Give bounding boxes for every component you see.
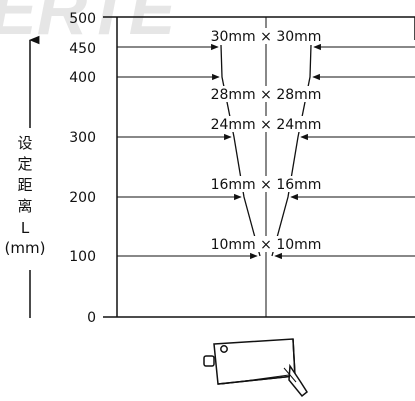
- spot-size-label: 28mm × 28mm: [211, 87, 322, 103]
- tick-label: 500: [69, 11, 96, 27]
- beam-cone: [220, 44, 312, 257]
- tick-label: 0: [87, 310, 96, 326]
- axis-label-char: 设: [17, 134, 33, 152]
- spot-size-label: 10mm × 10mm: [211, 237, 322, 253]
- tick-label: 300: [69, 130, 96, 146]
- axis-label-char: 定: [17, 155, 33, 173]
- axis-label-char: 离: [17, 197, 33, 215]
- spot-size-label: 24mm × 24mm: [211, 117, 322, 133]
- axis-label-unit: (mm): [4, 239, 46, 257]
- axis-label-symbol: L: [20, 219, 30, 237]
- tick-label: 200: [69, 190, 96, 206]
- tick-label: 450: [69, 41, 96, 57]
- spot-size-label: 30mm × 30mm: [211, 29, 322, 45]
- tick-label: 400: [69, 70, 96, 86]
- sensor-body-icon: [203, 338, 308, 398]
- axis-label-char: 距: [17, 176, 33, 194]
- tick-label: 100: [69, 249, 96, 265]
- spot-size-label: 16mm × 16mm: [211, 177, 322, 193]
